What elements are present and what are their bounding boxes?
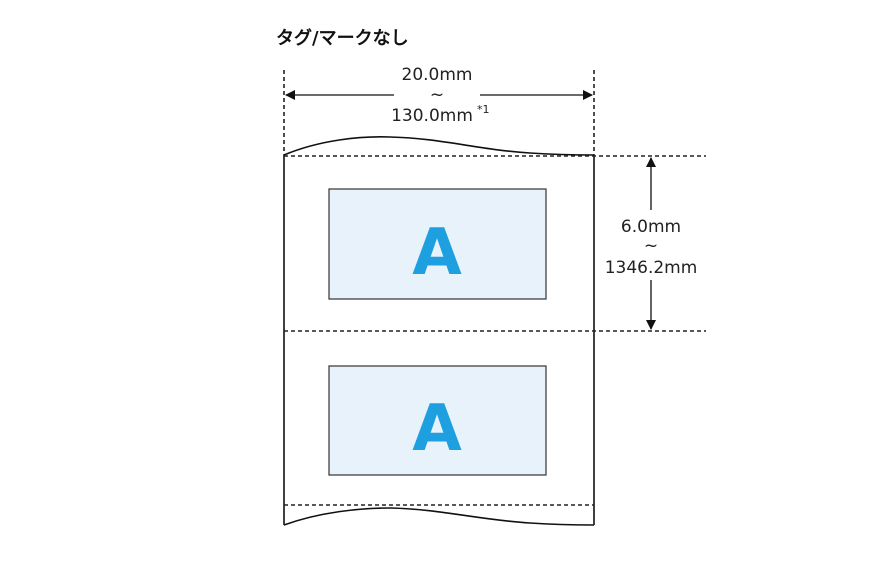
diagram-title: タグ/マークなし: [276, 27, 409, 49]
width-separator: ~: [430, 85, 444, 105]
label-2-letter: A: [412, 392, 462, 466]
paper-bottom-edge: [283, 507, 595, 526]
width-min: 20.0mm: [402, 65, 473, 85]
pitch-max: 1346.2mm: [605, 258, 698, 278]
width-footnote: *1: [477, 103, 490, 116]
paper-top-edge: [283, 136, 595, 156]
pitch-separator: ~: [644, 236, 658, 256]
pitch-min: 6.0mm: [621, 217, 681, 237]
label-1-letter: A: [412, 216, 462, 290]
width-max: 130.0mm: [391, 106, 473, 126]
label-1: [328, 188, 547, 300]
label-2: [328, 365, 547, 476]
